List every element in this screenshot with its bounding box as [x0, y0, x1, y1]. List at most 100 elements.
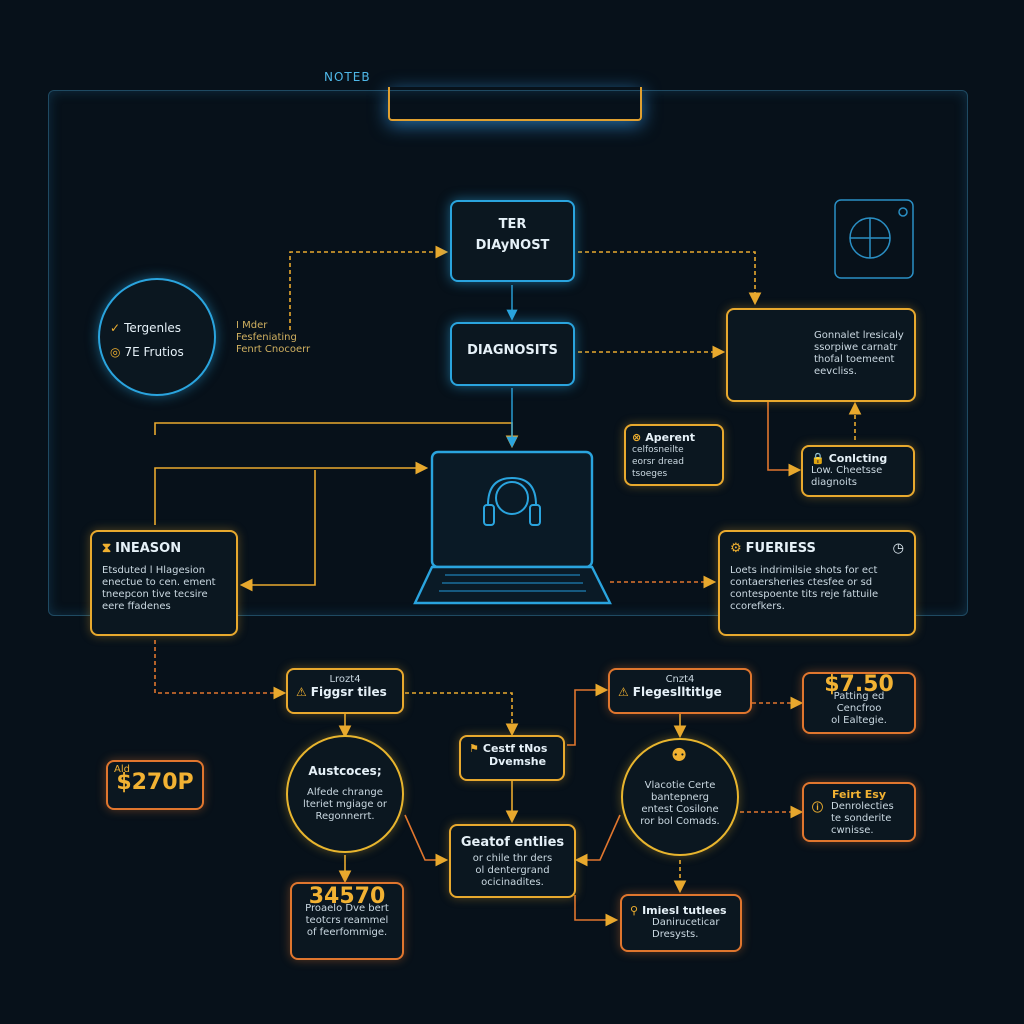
bottom-box-line-2: Dresysts.: [652, 929, 699, 940]
alert-line-2: eorsr dread: [632, 457, 684, 467]
ring-icon: ◎: [110, 345, 121, 359]
diagnostics-box[interactable]: DIAGNOSITS: [450, 322, 575, 386]
note-line-2: Fesfeniating: [236, 332, 297, 343]
warning-icon: ⚠: [618, 685, 629, 699]
flow1-title: Figgsr tiles: [310, 685, 387, 699]
circle-b-line-3: entest Cosilone: [641, 804, 719, 815]
circle-a-line-3: Regonnerrt.: [315, 811, 375, 822]
circle-a[interactable]: Austcoces; Alfede chrange lteriet mgiage…: [286, 735, 404, 853]
diagnostics-label: DIAGNOSITS: [467, 343, 558, 358]
right-card-line-2: contaersheries ctesfee or sd: [730, 577, 873, 588]
number-line-3: of feerfommige.: [306, 927, 388, 938]
center-box-line-1: or chile thr ders: [472, 853, 553, 864]
right-flag-line-1: Denrolecties: [831, 801, 894, 812]
alert-line-1: celfosneilte: [632, 445, 684, 455]
right-flag-box[interactable]: Feirt Esy ⓘ Denrolecties te sonderite cw…: [802, 782, 916, 842]
mid-line-1: Cestf tNos: [482, 742, 548, 755]
note-line-1: I Mder: [236, 320, 268, 331]
left-status-circle[interactable]: ✓Tergenles ◎7E Frutios: [98, 278, 216, 396]
left-card-line-1: Etsduted l Hlagesion: [102, 565, 206, 576]
top-box-line1: TER: [498, 217, 527, 232]
mid-line-2: Dvemshe: [489, 755, 547, 768]
right-flag-title: Feirt Esy: [831, 788, 887, 801]
right-panel-line-2: ssorpiwe carnatr: [814, 342, 898, 353]
active-tab[interactable]: [388, 87, 642, 121]
circle-b-line-1: Vlacotie Certe: [644, 780, 716, 791]
laptop-icon: [413, 450, 612, 605]
number-box[interactable]: 34570 Proaelo Dve bert teotcrs reammel o…: [290, 882, 404, 960]
alert-box[interactable]: ⊗Aperent celfosneilte eorsr dread tsoege…: [624, 424, 724, 486]
top-diagnostic-box[interactable]: TER DIAyNOST: [450, 200, 575, 282]
left-info-card[interactable]: ⧗INEASON Etsduted l Hlagesion enectue to…: [90, 530, 238, 636]
right-card-line-4: ccorefkers.: [730, 601, 785, 612]
right-flag-line-3: cwnisse.: [831, 825, 874, 836]
price-right-line-2: ol Ealtegie.: [831, 715, 887, 726]
gear-icon: ⚙: [730, 541, 742, 556]
flow2-small: Cnzt4: [665, 674, 695, 685]
circle-a-title: Austcoces;: [308, 764, 382, 778]
flow1-small: Lrozt4: [329, 674, 361, 685]
bottom-box-title: Imiesl tutlees: [642, 904, 727, 917]
left-card-title: INEASON: [115, 541, 182, 556]
circle-item-1: Tergenles: [124, 321, 182, 335]
globe-icon: [834, 199, 914, 279]
alert-icon: ⊗: [632, 431, 642, 444]
right-card-line-1: Loets indrimilsie shots for ect: [730, 565, 878, 576]
flow-box-2[interactable]: Cnzt4 ⚠Flegeslltitlge: [608, 668, 752, 714]
top-box-line2: DIAyNOST: [475, 238, 550, 253]
connecting-line-1: Low. Cheetsse: [811, 465, 883, 476]
price-left-small: Ald: [114, 764, 130, 775]
search-icon: ⚲: [630, 904, 639, 917]
circle-a-line-1: Alfede chrange: [307, 787, 383, 798]
center-box-line-3: ocicinadites.: [481, 877, 544, 888]
check-icon: ✓: [110, 321, 121, 335]
center-box-title: Geatof entlies: [460, 835, 565, 850]
left-card-line-2: enectue to cen. ement: [102, 577, 216, 588]
left-card-line-4: eere ffadenes: [102, 601, 171, 612]
clock-icon: ◷: [892, 541, 904, 556]
connecting-line-2: diagnoits: [811, 477, 857, 488]
right-panel-line-1: Gonnalet lresicaly: [814, 330, 904, 341]
connecting-title: Conlcting: [828, 452, 888, 465]
circle-item-2: 7E Frutios: [124, 345, 184, 359]
right-panel-line-3: thofal toemeent: [814, 354, 895, 365]
price-box-right[interactable]: $7.50 Patting ed Cencfroo ol Ealtegie.: [802, 672, 916, 734]
note-line-3: Fenrt Cnocoerr: [236, 344, 311, 355]
flag-icon: ⚑: [469, 742, 479, 755]
price-box-left[interactable]: Ald $270P: [106, 760, 204, 810]
number-line-1: Proaelo Dve bert: [305, 903, 389, 914]
hourglass-icon: ⧗: [102, 541, 112, 556]
robot-icon: ⚉: [671, 745, 688, 766]
price-right-value: $7.50: [824, 672, 894, 697]
warning-icon: ⚠: [296, 685, 307, 699]
headset-icon: [483, 476, 541, 526]
number-value: 34570: [308, 884, 386, 909]
right-card-title: FUERIESS: [745, 541, 816, 556]
main-panel: [48, 90, 968, 616]
center-box-line-2: ol dentergrand: [475, 865, 550, 876]
price-left-value: $270P: [116, 770, 194, 795]
alert-icon: ⓘ: [812, 801, 823, 814]
circle-b-line-4: ror bol Comads.: [640, 816, 720, 827]
window-title: NOTEB: [324, 70, 371, 84]
right-panel-line-4: eevcliss.: [814, 366, 857, 377]
mid-small-box[interactable]: ⚑Cestf tNos Dvemshe: [459, 735, 565, 781]
right-card-line-3: contespoente tits reje fattuile: [730, 589, 879, 600]
circle-b[interactable]: ⚉ Vlacotie Certe bantepnerg entest Cosil…: [621, 738, 739, 856]
alert-title: Aperent: [645, 431, 696, 444]
left-note: I Mder Fesfeniating Fenrt Cnocoerr: [236, 320, 310, 356]
right-info-card[interactable]: ⚙FUERIESS ◷ Loets indrimilsie shots for e…: [718, 530, 916, 636]
left-card-line-3: tneepcon tive tecsire: [102, 589, 208, 600]
circle-b-line-2: bantepnerg: [650, 792, 709, 803]
alert-line-3: tsoeges: [632, 469, 668, 479]
flow2-title: Flegeslltitlge: [632, 685, 722, 699]
circle-a-line-2: lteriet mgiage or: [303, 799, 387, 810]
bottom-box[interactable]: ⚲Imiesl tutlees Daniruceticar Dresysts.: [620, 894, 742, 952]
right-gauge-panel[interactable]: Gonnalet lresicaly ssorpiwe carnatr thof…: [726, 308, 916, 402]
connecting-box[interactable]: 🔒Conlcting Low. Cheetsse diagnoits: [801, 445, 915, 497]
number-line-2: teotcrs reammel: [305, 915, 389, 926]
center-entities-box[interactable]: Geatof entlies or chile thr ders ol dent…: [449, 824, 576, 898]
bottom-box-line-1: Daniruceticar: [652, 917, 720, 928]
flow-box-1[interactable]: Lrozt4 ⚠Figgsr tiles: [286, 668, 404, 714]
price-right-line-1: Patting ed Cencfroo: [833, 691, 885, 714]
